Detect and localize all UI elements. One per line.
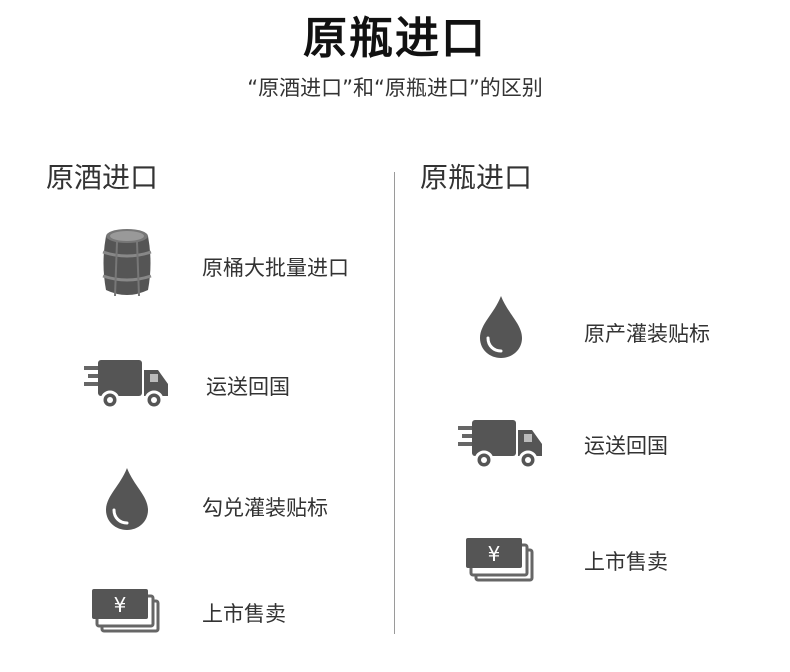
truck-icon	[84, 358, 170, 412]
drop-icon	[104, 466, 150, 532]
truck-icon	[458, 418, 544, 472]
currency-symbol: ¥	[114, 593, 127, 617]
right-item-label-3: 上市售卖	[584, 550, 668, 574]
left-item-label-2: 运送回国	[206, 375, 290, 399]
money-icon: ¥	[92, 589, 162, 635]
right-item-label-2: 运送回国	[584, 434, 668, 458]
left-item-label-4: 上市售卖	[202, 602, 286, 626]
money-icon: ¥	[466, 538, 536, 584]
barrel-icon	[100, 226, 154, 300]
left-column-title: 原酒进口	[46, 161, 159, 194]
page-subtitle: “原酒进口”和“原瓶进口”的区别	[247, 76, 543, 100]
right-item-label-1: 原产灌装贴标	[584, 322, 710, 346]
right-column-title: 原瓶进口	[420, 161, 533, 194]
left-item-label-1: 原桶大批量进口	[202, 256, 349, 280]
column-divider	[394, 172, 395, 634]
currency-symbol: ¥	[488, 542, 501, 566]
left-item-label-3: 勾兑灌装贴标	[202, 496, 328, 520]
page-title: 原瓶进口	[303, 13, 487, 64]
drop-icon	[478, 294, 524, 360]
